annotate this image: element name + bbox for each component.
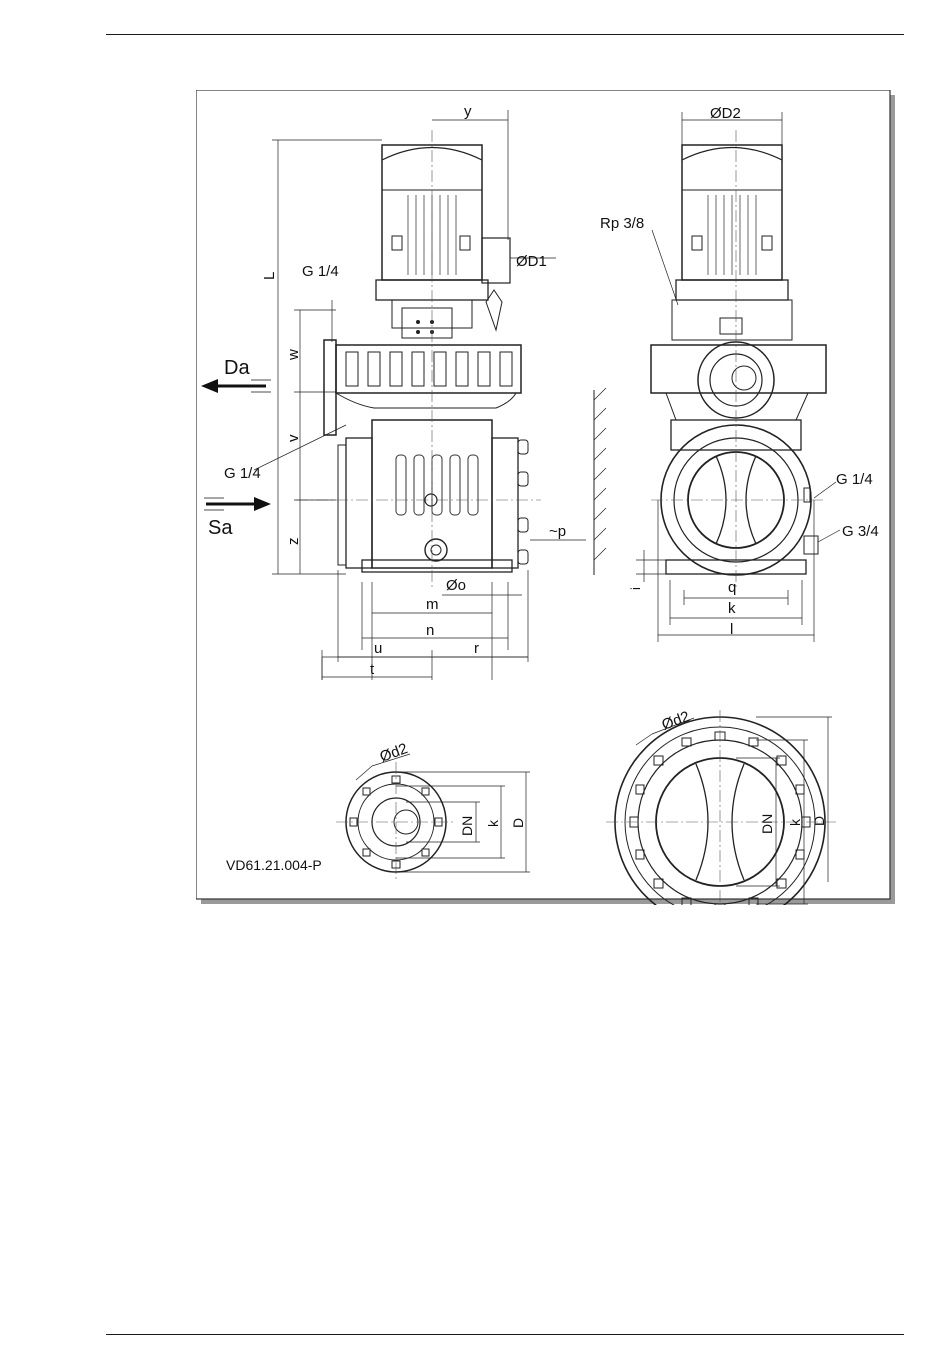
label-D-small: D xyxy=(510,818,526,828)
label-p: ~p xyxy=(549,523,566,540)
label-g14-top: G 1/4 xyxy=(302,263,339,280)
label-D-large: D xyxy=(811,816,827,826)
label-q: q xyxy=(728,579,736,596)
label-dn-small: DN xyxy=(459,816,475,836)
label-dn-large: DN xyxy=(759,814,775,834)
label-z: z xyxy=(285,538,302,546)
label-m: m xyxy=(426,596,439,613)
label-l: l xyxy=(730,621,733,638)
label-g34: G 3/4 xyxy=(842,523,879,540)
label-y: y xyxy=(464,103,472,120)
header-rule xyxy=(106,34,904,35)
label-v: v xyxy=(285,434,302,442)
label-r: r xyxy=(474,640,479,657)
label-u: u xyxy=(374,640,382,657)
label-o: Øo xyxy=(446,577,466,594)
label-w: w xyxy=(285,349,302,361)
label-k-large: k xyxy=(787,818,803,826)
drawing-code: VD61.21.004-P xyxy=(226,857,322,873)
label-g14-right: G 1/4 xyxy=(836,471,873,488)
dimension-drawing: y ØD2 ØD1 Rp 3/8 G 1/4 L w v z Da Sa G 1… xyxy=(196,90,896,905)
label-g14-mid: G 1/4 xyxy=(224,465,261,482)
label-da: Da xyxy=(224,357,250,379)
label-n: n xyxy=(426,622,434,639)
label-k-small: k xyxy=(485,819,501,827)
footer-rule xyxy=(106,1334,904,1335)
label-sa: Sa xyxy=(208,517,233,539)
label-d2: ØD2 xyxy=(710,105,741,122)
label-d1: ØD1 xyxy=(516,253,547,270)
label-i: i xyxy=(628,587,643,590)
label-L: L xyxy=(261,272,278,280)
label-k: k xyxy=(728,600,736,617)
label-rp38: Rp 3/8 xyxy=(600,215,644,232)
